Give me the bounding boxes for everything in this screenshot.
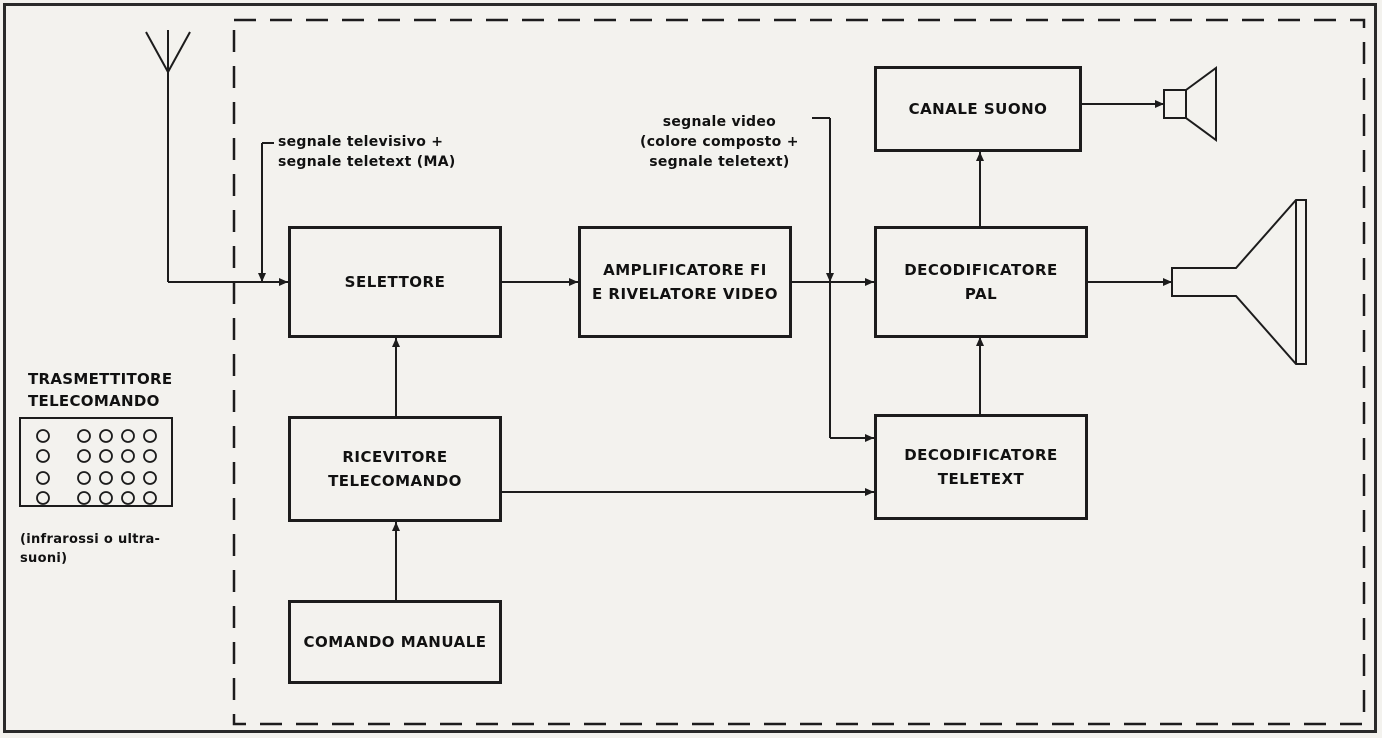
selettore-block: SELETTORE	[288, 226, 502, 338]
transmitter-title: TRASMETTITORE TELECOMANDO	[28, 370, 173, 410]
decodificatore-teletext-block: DECODIFICATORE TELETEXT	[874, 414, 1088, 520]
antenna-icon	[145, 30, 191, 282]
remote-buttons	[36, 429, 157, 505]
arrowheads	[258, 100, 1172, 531]
comando-manuale-label: COMANDO MANUALE	[303, 633, 487, 651]
canale-suono-label: CANALE SUONO	[908, 100, 1048, 118]
amplificatore-label: AMPLIFICATORE FI E RIVELATORE VIDEO	[591, 261, 779, 303]
picture-tube-icon	[1171, 199, 1307, 365]
decodificatore-teletext-label: DECODIFICATORE TELETEXT	[904, 446, 1058, 488]
selettore-label: SELETTORE	[344, 273, 446, 291]
loudspeaker-icon	[1163, 66, 1217, 142]
ricevitore-label: RICEVITORE TELECOMANDO	[328, 448, 462, 490]
canale-suono-block: CANALE SUONO	[874, 66, 1082, 152]
outer-frame	[3, 3, 1377, 733]
decodificatore-pal-label: DECODIFICATORE PAL	[904, 261, 1058, 303]
video-signal-label: segnale video (colore composto + segnale…	[640, 114, 799, 170]
decodificatore-pal-block: DECODIFICATORE PAL	[874, 226, 1088, 338]
ricevitore-block: RICEVITORE TELECOMANDO	[288, 416, 502, 522]
tv-set-boundary	[232, 18, 1366, 726]
amplificatore-block: AMPLIFICATORE FI E RIVELATORE VIDEO	[578, 226, 792, 338]
remote-transmitter-body	[19, 417, 173, 507]
antenna-signal-label: segnale televisivo + segnale teletext (M…	[278, 134, 456, 170]
transmitter-note: (infrarossi o ultra- suoni)	[20, 532, 161, 566]
comando-manuale-block: COMANDO MANUALE	[288, 600, 502, 684]
